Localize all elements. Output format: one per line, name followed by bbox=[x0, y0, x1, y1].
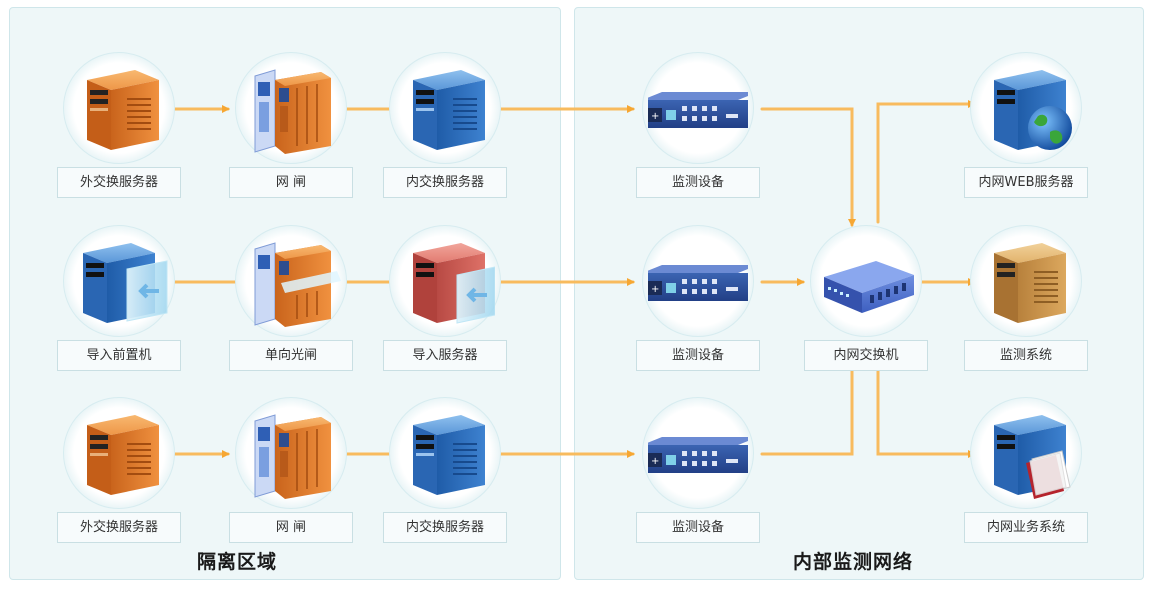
orange-server-icon bbox=[87, 70, 159, 150]
node-int-server-2[interactable]: 内交换服务器 bbox=[383, 397, 507, 547]
node-label: 外交换服务器 bbox=[57, 512, 181, 543]
optical-gate-icon bbox=[254, 242, 341, 327]
node-label: 内交换服务器 bbox=[383, 167, 507, 198]
node-monitor-3[interactable]: + 监测设备 bbox=[636, 397, 760, 547]
node-label: 网 闸 bbox=[229, 167, 353, 198]
node-label: 导入前置机 bbox=[57, 340, 181, 371]
red-import-server-icon bbox=[413, 243, 495, 324]
node-gateway-1[interactable]: 网 闸 bbox=[229, 52, 353, 202]
node-label: 网 闸 bbox=[229, 512, 353, 543]
node-import-front[interactable]: 导入前置机 bbox=[57, 225, 181, 375]
node-label: 监测设备 bbox=[636, 340, 760, 371]
node-gateway-2[interactable]: 网 闸 bbox=[229, 397, 353, 547]
rack-device-icon: + bbox=[648, 265, 748, 301]
node-optical-gate[interactable]: 单向光闸 bbox=[229, 225, 353, 375]
link-monitor1-switch bbox=[760, 107, 856, 227]
svg-text:+: + bbox=[651, 284, 659, 295]
node-ext-server-1[interactable]: 外交换服务器 bbox=[57, 52, 181, 202]
node-business-system[interactable]: 内网业务系统 bbox=[964, 397, 1088, 547]
web-server-globe-icon bbox=[994, 70, 1072, 150]
rack-device-icon: + bbox=[648, 92, 748, 128]
node-label: 内网交换机 bbox=[804, 340, 928, 371]
orange-server-icon bbox=[87, 415, 159, 495]
rack-device-icon: + bbox=[648, 437, 748, 473]
gateway-icon bbox=[254, 69, 331, 154]
node-monitor-system[interactable]: 监测系统 bbox=[964, 225, 1088, 375]
business-server-icon bbox=[994, 415, 1071, 499]
blue-server-icon bbox=[413, 415, 485, 495]
node-label: 监测系统 bbox=[964, 340, 1088, 371]
isolation-zone-title: 隔离区域 bbox=[197, 551, 278, 573]
node-label: 导入服务器 bbox=[383, 340, 507, 371]
node-label: 外交换服务器 bbox=[57, 167, 181, 198]
node-label: 内网WEB服务器 bbox=[964, 167, 1088, 198]
network-switch-icon bbox=[824, 261, 914, 313]
node-monitor-2[interactable]: + 监测设备 bbox=[636, 225, 760, 375]
svg-text:+: + bbox=[651, 111, 659, 122]
link-switch-web bbox=[876, 100, 976, 224]
svg-text:+: + bbox=[651, 456, 659, 467]
node-label: 内交换服务器 bbox=[383, 512, 507, 543]
node-import-server[interactable]: 导入服务器 bbox=[383, 225, 507, 375]
node-label: 内网业务系统 bbox=[964, 512, 1088, 543]
gateway-icon bbox=[254, 414, 331, 499]
internal-zone-title: 内部监测网络 bbox=[793, 551, 914, 573]
tan-server-icon bbox=[994, 243, 1066, 323]
node-label: 监测设备 bbox=[636, 512, 760, 543]
node-switch[interactable]: 内网交换机 bbox=[804, 225, 928, 375]
node-label: 监测设备 bbox=[636, 167, 760, 198]
link-monitor3-switch bbox=[760, 352, 856, 456]
blue-server-icon bbox=[413, 70, 485, 150]
link-switch-business bbox=[876, 346, 976, 458]
import-server-icon bbox=[83, 243, 168, 323]
node-monitor-1[interactable]: + 监测设备 bbox=[636, 52, 760, 202]
node-int-server-1[interactable]: 内交换服务器 bbox=[383, 52, 507, 202]
node-ext-server-2[interactable]: 外交换服务器 bbox=[57, 397, 181, 547]
node-web-server[interactable]: 内网WEB服务器 bbox=[964, 52, 1088, 202]
node-label: 单向光闸 bbox=[229, 340, 353, 371]
